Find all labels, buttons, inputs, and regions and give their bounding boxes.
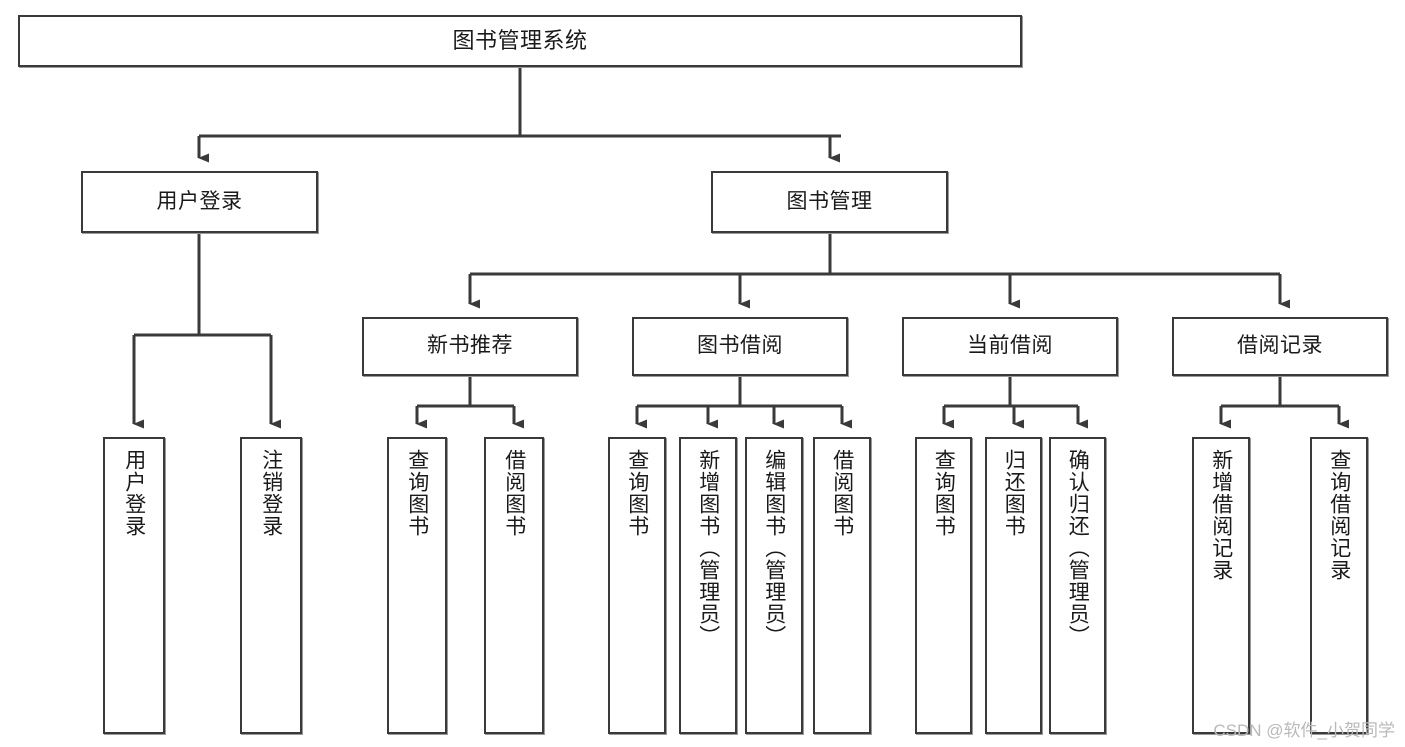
node-label: 图书管理 xyxy=(786,189,873,213)
node-label: 查询图书 xyxy=(932,449,956,537)
node-current-borrow[interactable]: 当前借阅 xyxy=(902,317,1118,376)
node-label: 查询图书 xyxy=(625,449,649,537)
node-label: 当前借阅 xyxy=(967,334,1053,358)
node-label: 新增借阅记录 xyxy=(1209,449,1233,581)
leaf-borrow-borrow-book[interactable]: 借阅图书 xyxy=(813,437,871,734)
leaf-borrow-query-book[interactable]: 查询图书 xyxy=(608,437,666,734)
watermark: CSDN @软件_小贺同学 xyxy=(1213,721,1395,740)
node-book-borrow[interactable]: 图书借阅 xyxy=(632,317,848,376)
node-label: 图书管理系统 xyxy=(452,28,588,54)
node-label: 用户登录 xyxy=(156,189,243,213)
leaf-borrow-add-book-admin[interactable]: 新增图书（管理员） xyxy=(679,437,737,734)
leaf-record-query-record[interactable]: 查询借阅记录 xyxy=(1310,437,1368,734)
leaf-borrow-edit-book-admin[interactable]: 编辑图书（管理员） xyxy=(745,437,803,734)
node-user-login[interactable]: 用户登录 xyxy=(81,171,318,233)
node-label: 归还图书 xyxy=(1002,449,1026,537)
node-label: 编辑图书（管理员） xyxy=(762,449,786,647)
node-label: 查询图书 xyxy=(405,449,429,537)
node-book-management[interactable]: 图书管理 xyxy=(711,171,948,233)
leaf-user-login-logout[interactable]: 注销登录 xyxy=(240,437,302,734)
node-label: 借阅图书 xyxy=(830,449,854,537)
node-label: 借阅记录 xyxy=(1237,334,1323,358)
leaf-recommend-query-book[interactable]: 查询图书 xyxy=(387,437,447,734)
leaf-user-login-login[interactable]: 用户登录 xyxy=(103,437,165,734)
node-label: 注销登录 xyxy=(259,449,283,537)
node-label: 查询借阅记录 xyxy=(1327,449,1351,581)
node-root-system[interactable]: 图书管理系统 xyxy=(18,15,1022,67)
leaf-current-return-book[interactable]: 归还图书 xyxy=(985,437,1042,734)
node-label: 用户登录 xyxy=(122,449,146,537)
leaf-current-query-book[interactable]: 查询图书 xyxy=(915,437,972,734)
leaf-record-add-record[interactable]: 新增借阅记录 xyxy=(1192,437,1250,734)
leaf-current-confirm-return-admin[interactable]: 确认归还（管理员） xyxy=(1049,437,1106,734)
node-label: 确认归还（管理员） xyxy=(1066,449,1090,647)
node-new-book-recommend[interactable]: 新书推荐 xyxy=(362,317,578,376)
node-label: 新书推荐 xyxy=(427,334,513,358)
node-label: 新增图书（管理员） xyxy=(696,449,720,647)
node-borrow-record[interactable]: 借阅记录 xyxy=(1172,317,1388,376)
node-label: 图书借阅 xyxy=(697,334,783,358)
leaf-recommend-borrow-book[interactable]: 借阅图书 xyxy=(484,437,544,734)
node-label: 借阅图书 xyxy=(502,449,526,537)
